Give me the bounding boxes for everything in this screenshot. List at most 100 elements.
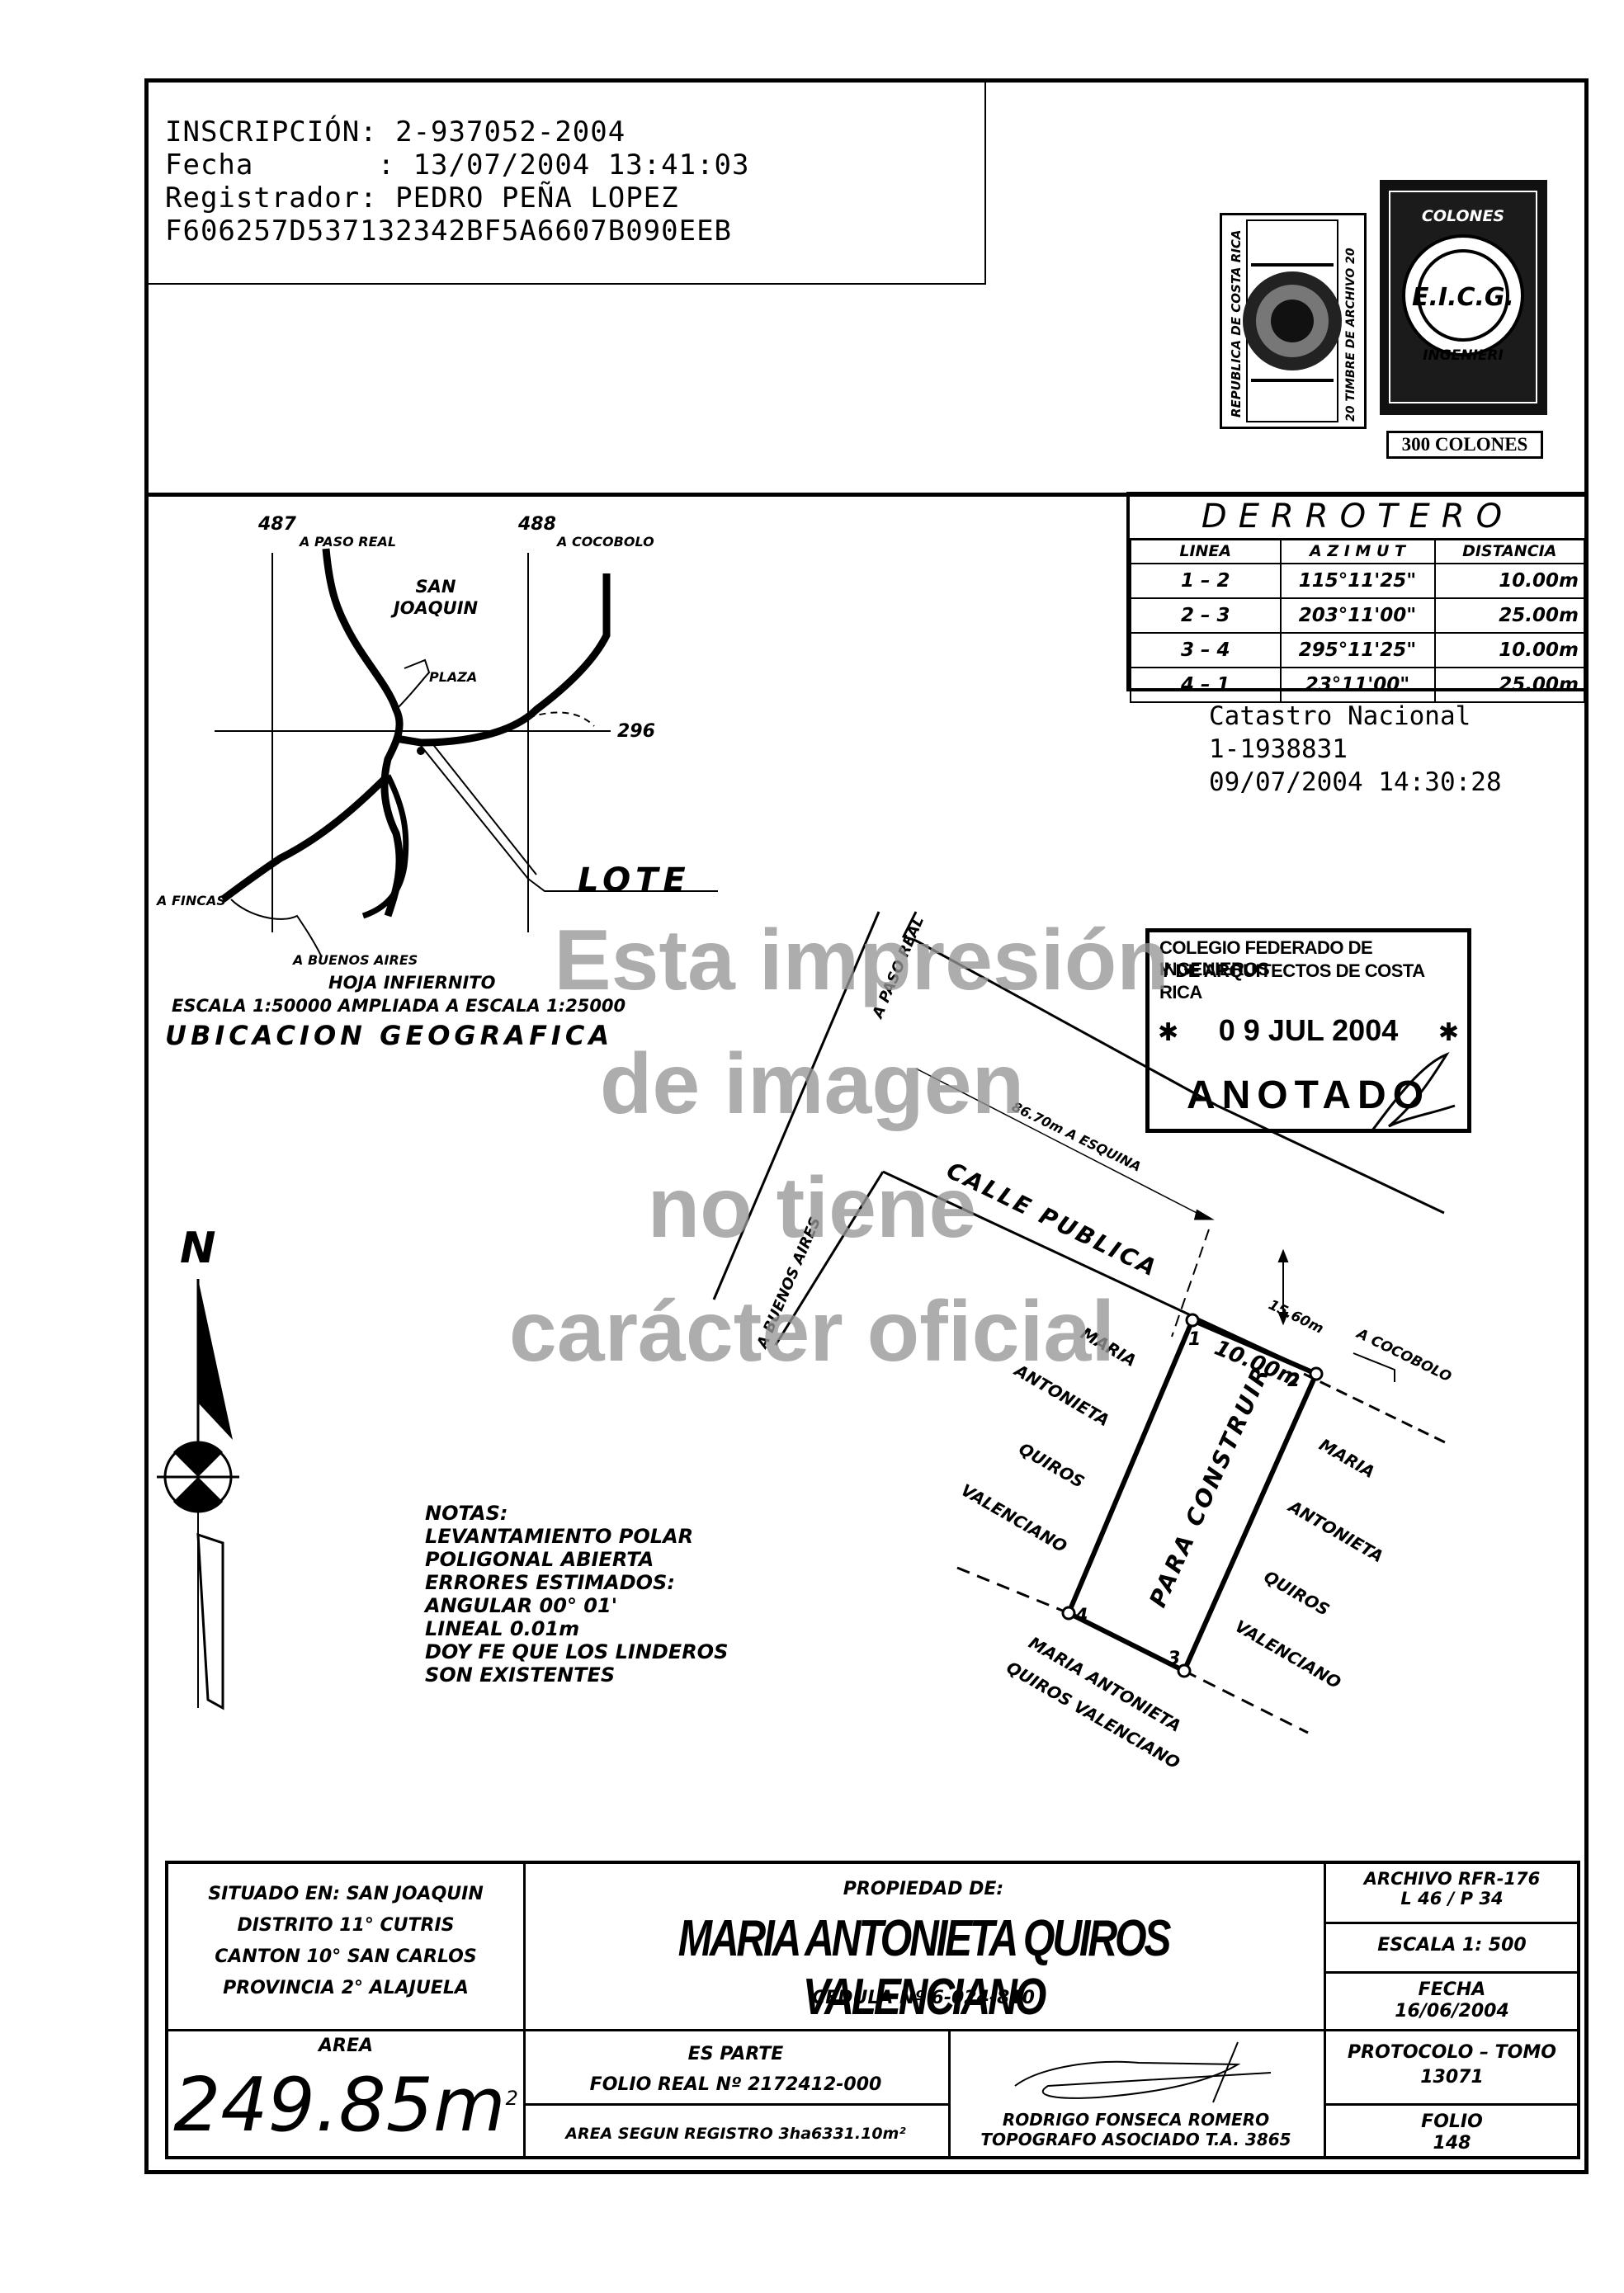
watermark-line-1: Esta impresión [554,913,1169,1008]
map-label-488: 488 [517,514,556,535]
tb-divider [1324,1971,1580,1974]
row-linea: 3 – 4 [1130,632,1282,668]
drawing-frame [144,78,1589,2174]
notas-line: DOY FE QUE LOS LINDEROS [425,1640,729,1663]
notas-line: ANGULAR 00° 01' [425,1594,618,1617]
topografo-signature [1014,2041,1272,2103]
catastro-timestamp: 09/07/2004 14:30:28 [1209,767,1502,797]
area-value: 249.85m2 [168,2062,523,2149]
vertex-1-marker [1185,1313,1200,1328]
title-block: SITUADO EN: SAN JOAQUIN DISTRITO 11° CUT… [165,1861,1580,2159]
eicg-top-text: COLONES [1422,207,1504,225]
hash-line: F606257D537132342BF5A6607B090EEB [165,215,733,248]
area-unit-exponent: 2 [505,2087,518,2110]
eicg-bottom-text: INGENIERI [1423,347,1504,364]
situado-line-4: PROVINCIA 2° ALAJUELA [223,1978,469,1998]
notas-title: NOTAS: [425,1502,508,1525]
protocolo-value: 13071 [1420,2067,1484,2088]
derrotero-row: 1 – 2 115°11'25" 10.00m [1130,563,1585,599]
timbre-archivo-graphic: REPUBLICA DE COSTA RICA 20 TIMBRE DE ARC… [1229,219,1357,422]
archivo-line-2: L 46 / P 34 [1400,1889,1504,1908]
map-label-plaza: PLAZA [429,669,477,685]
map-label-296: 296 [617,721,655,742]
notas-line: LEVANTAMIENTO POLAR [425,1525,694,1548]
notas-line: ERRORES ESTIMADOS: [425,1571,675,1594]
map-label-joaquin: JOAQUIN [390,598,479,618]
eicg-graphic: COLONES E.I.C.G. INGENIERI [1389,191,1537,403]
area-registro: AREA SEGUN REGISTRO 3ha6331.10m² [565,2125,906,2143]
fecha-line: Fecha : 13/07/2004 13:41:03 [165,149,750,182]
situado-line-1: SITUADO EN: SAN JOAQUIN [208,1884,484,1904]
situado-line-3: CANTON 10° SAN CARLOS [215,1946,477,1967]
map-label-buenos-aires: A BUENOS AIRES [291,952,418,968]
vecino-der-1: MARIA [1316,1435,1379,1483]
area-label: AREA [318,2036,374,2056]
header-linea: LINEA [1130,538,1282,564]
folio-value: 148 [1433,2133,1471,2154]
star-icon: ✱ [1158,1018,1179,1047]
situado-line-2: DISTRITO 11° CUTRIS [237,1915,455,1936]
vertex-2-marker [1309,1366,1324,1381]
catastro-title: Catastro Nacional [1209,701,1471,731]
tb-divider [948,2029,951,2159]
tb-divider [523,1864,526,2156]
star-icon: ✱ [1438,1018,1459,1047]
row-azimut: 115°11'25" [1279,563,1436,599]
topografo-name: RODRIGO FONSECA ROMERO [1002,2110,1270,2130]
vertex-4-marker [1061,1606,1076,1621]
derrotero-row: 2 – 3 203°11'00" 25.00m [1130,597,1585,634]
map-label-ubicacion: UBICACION GEOGRAFICA [165,1020,613,1051]
escala: ESCALA 1: 500 [1377,1935,1527,1956]
vertex-2-label: 2 [1287,1371,1300,1391]
map-label-paso-real: A PASO REAL [298,534,396,550]
fecha-label: FECHA [1418,1979,1486,2000]
derrotero-row: 3 – 4 295°11'25" 10.00m [1130,632,1585,668]
propietario-name: MARIA ANTONIETA QUIROS VALENCIANO [677,1910,1172,2026]
notas-line: POLIGONAL ABIERTA [425,1548,654,1571]
north-arrow: N [157,1224,239,1710]
vecino-der-3: QUIROS [1261,1567,1334,1621]
colegio-line-1: COLEGIO FEDERADO DE INGENIEROS [1159,937,1373,979]
folio-label: FOLIO [1421,2111,1483,2132]
vecino-izq-4: VALENCIANO [958,1480,1071,1557]
propiedad-label: PROPIEDAD DE: [843,1879,1004,1899]
registrador-line: Registrador: PEDRO PEÑA LOPEZ [165,182,679,215]
vertex-4-label: 4 [1074,1606,1088,1626]
catastro-number: 1-1938831 [1209,734,1348,764]
tb-divider [1324,1922,1580,1924]
watermark-line-3: no tiene [647,1160,977,1256]
row-azimut: 295°11'25" [1279,632,1436,668]
header-azimut: A Z I M U T [1279,538,1436,564]
map-label-hoja: HOJA INFIERNITO [328,973,496,993]
header-divider [144,493,1589,497]
notas-block: NOTAS: LEVANTAMIENTO POLAR POLIGONAL ABI… [425,1502,728,1687]
site-label-para-construir: PARA CONSTRUIR [1144,1361,1275,1611]
eicg-stamp: COLONES E.I.C.G. INGENIERI [1380,180,1547,415]
vecino-der-4: VALENCIANO [1232,1616,1345,1693]
map-label-escala: ESCALA 1:50000 AMPLIADA A ESCALA 1:25000 [172,996,626,1016]
timbre-archivo-value: 20 TIMBRE DE ARCHIVO 20 [1344,248,1357,422]
inscripcion-line: INSCRIPCIÓN: 2-937052-2004 [165,116,626,149]
map-label-fincas: A FINCAS [155,893,226,908]
tb-divider [168,2029,1324,2031]
timbre-archivo-text: REPUBLICA DE COSTA RICA [1229,229,1244,418]
eicg-value-label: 300 COLONES [1386,431,1543,459]
tb-divider [1324,2029,1580,2031]
tb-divider [1324,2103,1580,2106]
row-azimut: 23°11'00" [1279,667,1436,703]
header-distancia: DISTANCIA [1433,538,1585,564]
timbre-archivo-stamp: REPUBLICA DE COSTA RICA 20 TIMBRE DE ARC… [1220,213,1367,429]
row-distancia: 10.00m [1433,563,1585,599]
north-label: N [180,1224,216,1273]
vertex-3-marker [1177,1663,1192,1678]
colegio-date: 0 9 JUL 2004 [1218,1013,1399,1047]
folio-real: FOLIO REAL Nº 2172412-000 [589,2074,882,2095]
tb-divider [523,2103,948,2106]
vertex-1-label: 1 [1188,1329,1201,1350]
map-label-san: SAN [416,577,456,597]
colegio-signature-mark [1371,1051,1456,1131]
notas-line: SON EXISTENTES [425,1663,616,1687]
row-linea: 1 – 2 [1130,563,1282,599]
fecha-value: 16/06/2004 [1395,2001,1509,2022]
